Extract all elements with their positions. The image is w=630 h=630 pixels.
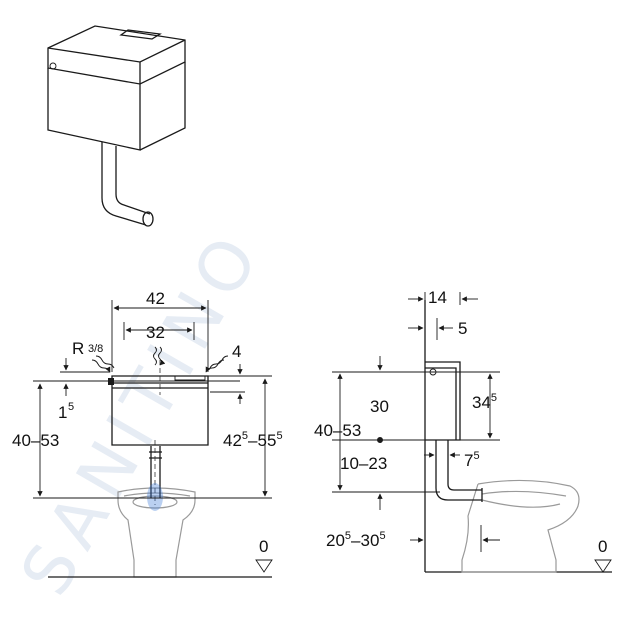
dim-top-depth: 14 [428, 288, 447, 307]
dim-height-range-side: 40–53 [314, 421, 361, 440]
dim-width-inner: 32 [146, 323, 165, 342]
dim-tank-height: 30 [370, 397, 389, 416]
dim-height-range: 40–53 [12, 431, 59, 450]
watermark: SANITINO [6, 216, 278, 609]
dim-tank-depth: 345 [472, 392, 497, 412]
dim-floor-offset: 205–305 [326, 530, 386, 550]
dim-thread: R [72, 339, 84, 358]
dim-offset: 1 [58, 403, 67, 422]
floor-level-side: 0 [598, 537, 607, 556]
product-perspective-view [47, 25, 186, 227]
dim-offset-sup: 5 [68, 401, 74, 413]
dim-width-outer: 42 [146, 289, 165, 308]
dim-pipe-range: 10–23 [340, 454, 387, 473]
dim-thread-frac: 3/8 [88, 343, 103, 355]
dim-pipe-offset: 75 [464, 450, 480, 470]
floor-level-front: 0 [259, 537, 268, 556]
front-view [33, 300, 273, 578]
front-view-labels: 42 32 R 3/8 4 1 5 40–53 425–555 0 [12, 289, 283, 556]
side-view [332, 292, 612, 573]
toilet-bowl-side [461, 479, 580, 573]
dim-lid-height: 4 [232, 342, 241, 361]
dim-wall-gap: 5 [458, 319, 467, 338]
connection-highlight [147, 483, 163, 511]
toilet-bowl-front [117, 487, 196, 578]
dim-total-height: 425–555 [223, 430, 283, 450]
side-view-labels: 14 5 30 345 40–53 10–23 75 205–305 0 [314, 288, 607, 556]
